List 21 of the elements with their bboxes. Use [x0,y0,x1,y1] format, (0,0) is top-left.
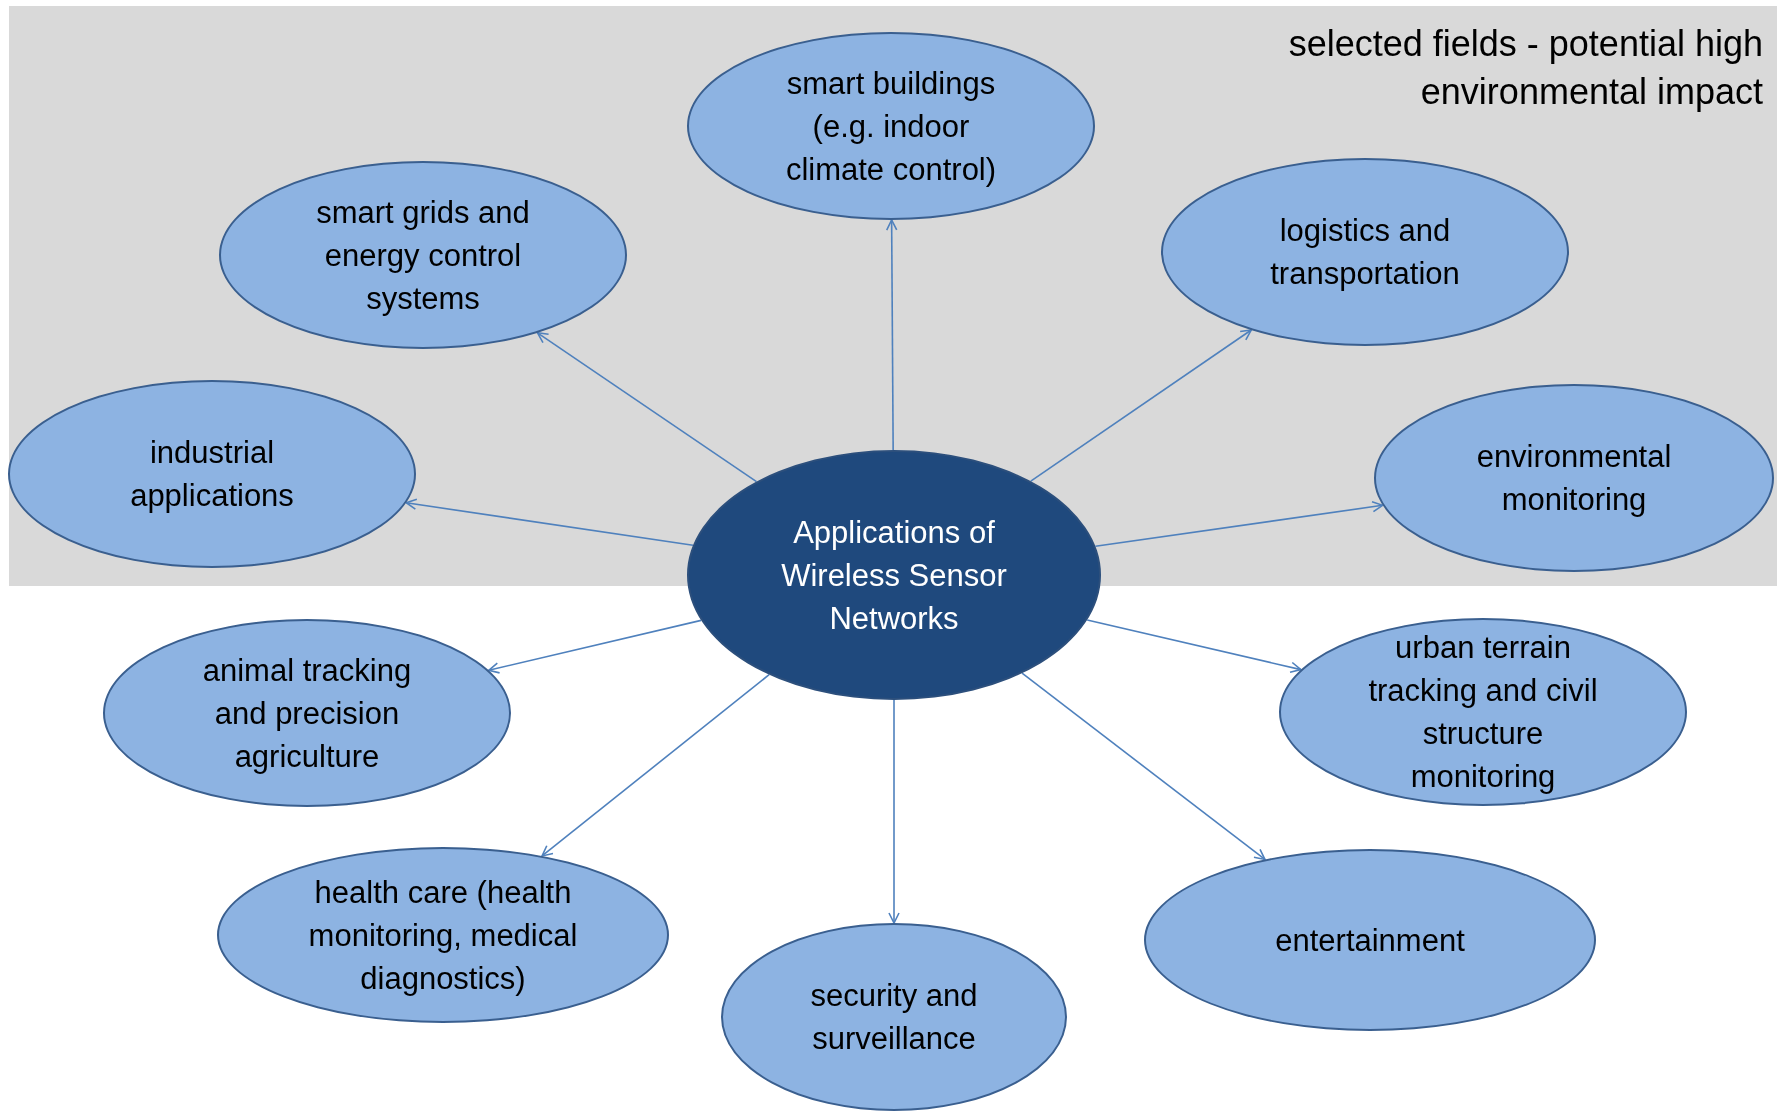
band-note: selected fields - potential high environmental impact [1287,22,1763,114]
node-label: industrial applications [129,434,295,515]
arrow [1030,329,1253,482]
node-label: environmental monitoring [1475,438,1673,519]
arrow [885,219,898,451]
arrow [888,699,900,924]
arrow [1086,619,1302,674]
node-label: security and surveillance [809,977,979,1058]
node-label: smart grids and energy control systems [315,193,531,318]
node-label: animal tracking and precision agriculture [201,651,413,776]
node-label: health care (health monitoring, medical diagnostics) [307,873,579,998]
node-label: Applications of Wireless Sensor Networks [780,513,1008,638]
highlight-band [9,6,1777,586]
node-label: smart buildings (e.g. indoor climate control) [784,64,998,189]
node-label: entertainment [1274,921,1466,960]
arrow [487,619,702,674]
node-label: logistics and transportation [1269,212,1461,293]
arrow [1021,672,1266,861]
arrow [541,673,770,857]
arrow [536,332,758,483]
node-label: urban terrain tracking and civil structure monitoring [1367,629,1599,796]
